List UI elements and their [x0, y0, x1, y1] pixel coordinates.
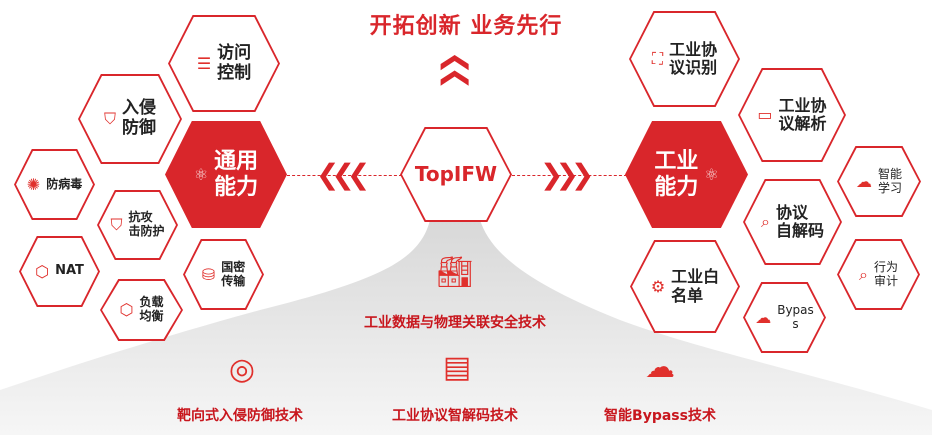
- page-title: 开拓创新 业务先行: [369, 14, 563, 39]
- user-scan-icon: ⛶: [651, 49, 664, 68]
- hex-smart-learning[interactable]: ☁智能 学习: [837, 146, 921, 217]
- atom-icon: ⚛: [193, 164, 209, 184]
- foundation-label: 工业数据与物理关联安全技术: [364, 315, 546, 331]
- tech-protocol-decode: 工业协议智解码技术: [392, 408, 518, 424]
- shield-search-icon: ⛉: [103, 109, 116, 128]
- virus-shield-icon: ✺: [26, 174, 41, 194]
- encrypted-transfer-icon: ⛁: [201, 264, 216, 284]
- hex-load-balance[interactable]: ⬡ 负载 均衡: [100, 279, 183, 341]
- hex-access-control[interactable]: ☰访问 控制: [168, 15, 280, 112]
- hex-protocol-parse[interactable]: ▭ 工业协 议解析: [738, 68, 846, 162]
- hex-label: NAT: [55, 263, 84, 279]
- center-hex-topifw[interactable]: TopIFW: [400, 127, 512, 222]
- connector-right: [512, 175, 627, 176]
- chevron-up-icon: ❯❯: [435, 59, 469, 90]
- hex-nat[interactable]: ⬡ NAT: [19, 236, 100, 307]
- target-icon: ◎: [228, 352, 256, 387]
- hex-anti-attack[interactable]: ⛉ 抗攻 击防护: [97, 190, 178, 260]
- hex-general-capability[interactable]: ⚛通用 能力: [165, 121, 287, 228]
- sliders-icon: ☰: [196, 53, 212, 73]
- monitor-wave-icon: ▭: [757, 105, 773, 124]
- network-nodes-icon: ⬡: [35, 261, 50, 281]
- hex-whitelist[interactable]: ⚙工业白 名单: [630, 240, 740, 333]
- hex-label: 协议 自解码: [775, 202, 824, 240]
- hex-label: 国密 传输: [221, 259, 246, 288]
- connector-left: [287, 175, 402, 176]
- hex-label: 防病毒: [46, 176, 83, 191]
- brain-icon: ☁: [645, 350, 675, 385]
- hex-label: 负载 均衡: [139, 295, 164, 323]
- hex-intrusion-defense[interactable]: ⛉ 入侵 防御: [78, 74, 182, 164]
- general-label: 通用 能力: [214, 149, 259, 200]
- chart-search-icon: ⌕: [761, 212, 770, 231]
- document-search-icon: ▤: [442, 350, 472, 385]
- brain-icon: ☁: [755, 307, 772, 327]
- hex-label: 工业协 议识别: [669, 39, 718, 77]
- hex-label: 工业协 议解析: [778, 95, 827, 133]
- center-label: TopIFW: [414, 162, 498, 186]
- chart-search-icon: ⌕: [859, 264, 868, 284]
- hex-bypass[interactable]: ☁Bypas s: [743, 282, 826, 353]
- tech-targeted-defense: 靶向式入侵防御技术: [177, 408, 303, 424]
- hex-protocol-self-decode[interactable]: ⌕ 协议 自解码: [743, 179, 842, 265]
- hex-label: 行为 审计: [873, 259, 898, 288]
- hex-antivirus[interactable]: ✺ 防病毒: [14, 149, 95, 220]
- hex-label: Bypas s: [777, 302, 814, 331]
- hex-behavior-audit[interactable]: ⌕行为 审计: [837, 239, 920, 310]
- hex-industrial-capability[interactable]: 工业 能力⚛: [625, 121, 748, 228]
- hex-national-crypto[interactable]: ⛁国密 传输: [183, 239, 264, 310]
- brain-icon: ☁: [855, 171, 872, 191]
- hex-label: 智能 学习: [877, 166, 902, 195]
- network-nodes-icon: ⬡: [119, 300, 134, 319]
- hex-label: 工业白 名单: [671, 267, 720, 305]
- atom-icon: ⚛: [704, 164, 719, 184]
- industrial-label: 工业 能力: [654, 149, 699, 200]
- shield-search-icon: ⛉: [110, 215, 123, 234]
- hex-label: 入侵 防御: [122, 98, 156, 138]
- user-gear-icon: ⚙: [650, 276, 666, 296]
- hex-label: 访问 控制: [217, 42, 252, 83]
- chevron-right-icon: ❯❯❯: [540, 158, 594, 191]
- chevron-left-icon: ❮❮❮: [316, 158, 370, 191]
- hex-protocol-identify[interactable]: ⛶ 工业协 议识别: [629, 11, 740, 107]
- tech-smart-bypass: 智能Bypass技术: [604, 408, 716, 424]
- factory-icon: 🏭︎: [436, 255, 475, 290]
- hex-label: 抗攻 击防护: [128, 210, 165, 238]
- spotlight-background: [0, 220, 932, 435]
